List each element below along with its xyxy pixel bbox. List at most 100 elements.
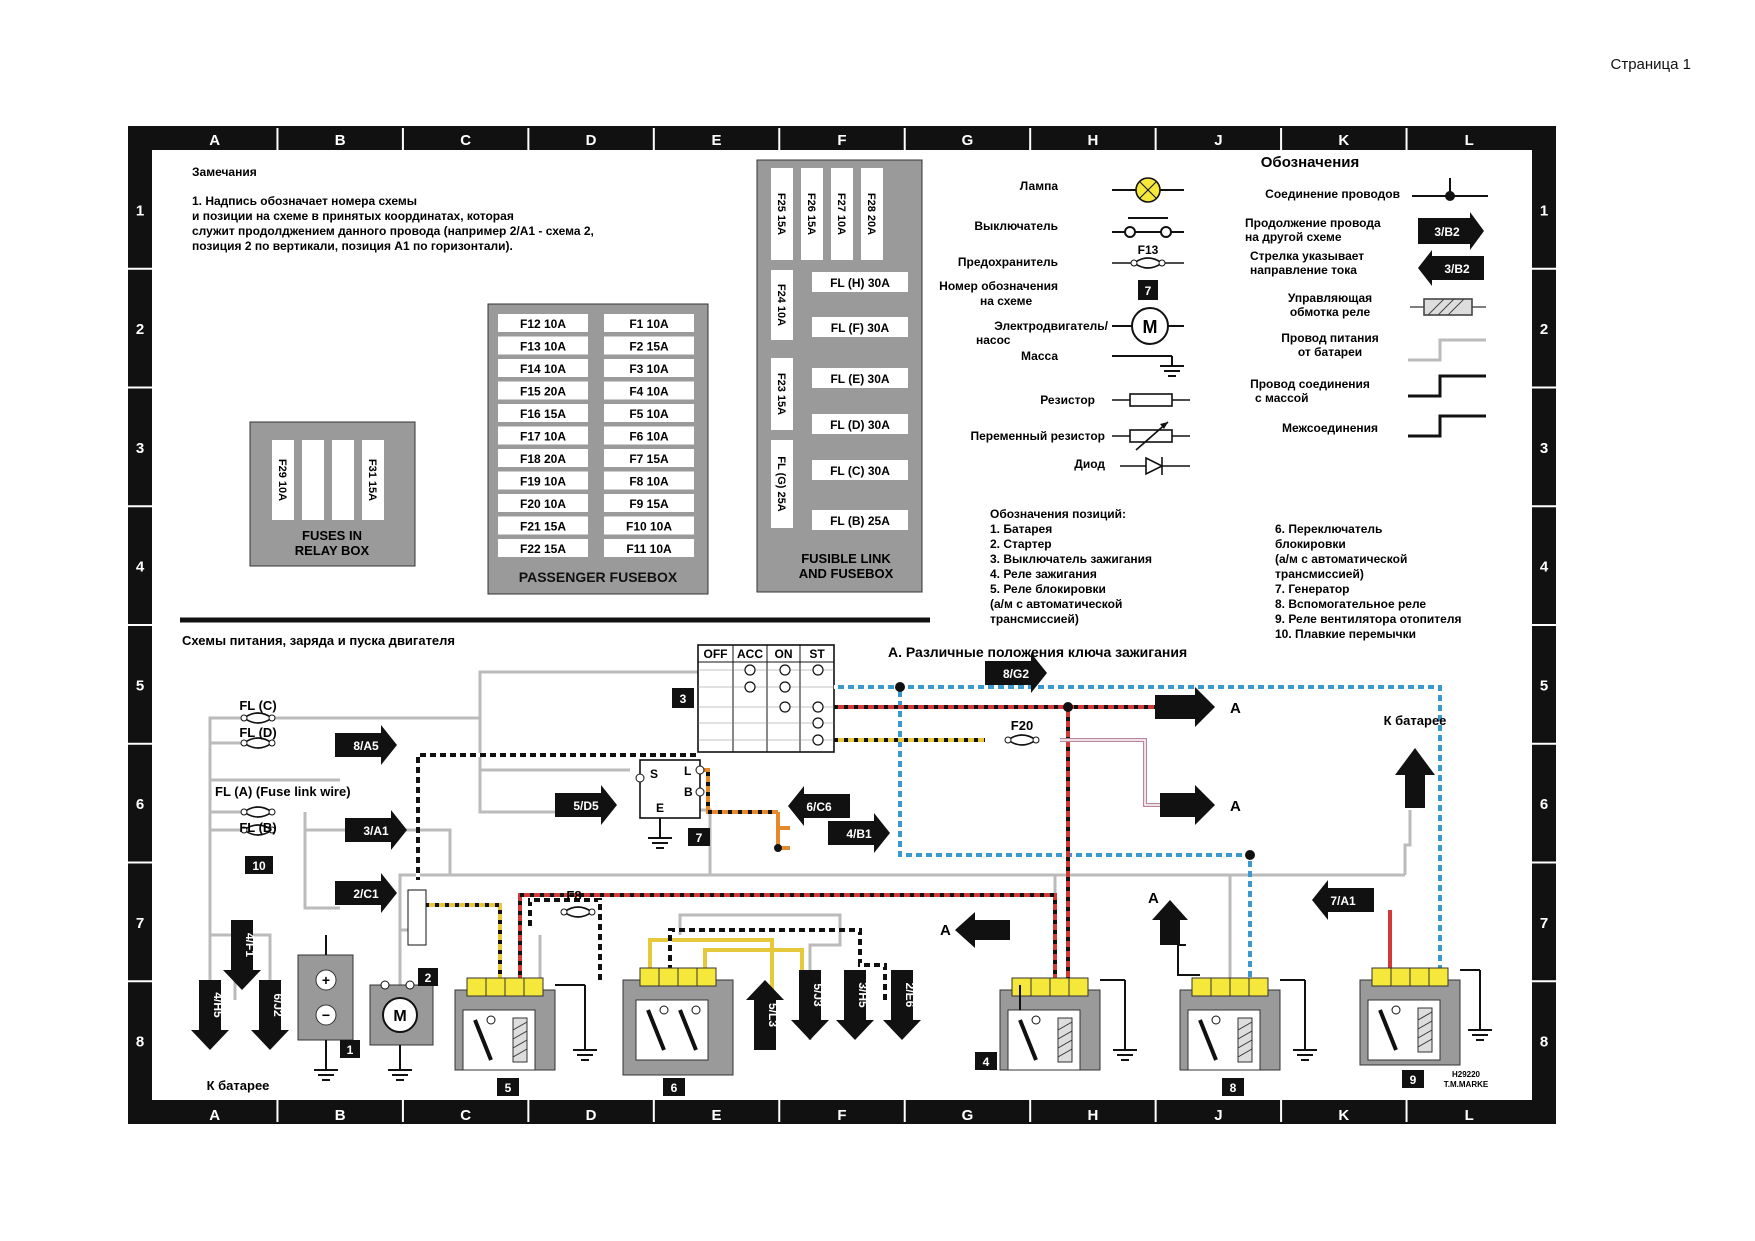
legend-lamp-label: Лампа <box>1020 179 1059 193</box>
diode-icon <box>1120 456 1190 476</box>
fuse-cell: F22 15A <box>520 542 566 556</box>
item-number: 2 <box>425 971 432 985</box>
legend-arrow-label: Стрелка указывает <box>1250 249 1364 263</box>
legend-switch-label: Выключатель <box>974 219 1058 233</box>
arrow-a-label: A <box>1148 890 1159 907</box>
fuse-cell: F5 10A <box>629 407 669 421</box>
notes-line: позиция 2 по вертикали, позиция A1 по го… <box>192 239 513 253</box>
line-legend: Обозначения Соединение проводов Продолже… <box>1245 154 1488 438</box>
column-label: D <box>586 132 597 149</box>
item-number: 4 <box>983 1055 990 1069</box>
relay-box-label: FUSES IN <box>302 528 362 543</box>
arrow-a <box>1155 687 1215 727</box>
fusible-link-cell: FL (D) 30A <box>830 418 890 432</box>
fuse-cell: FL (G) 25A <box>775 456 787 511</box>
circuit-diagram: Схемы питания, заряда и пуска двигателя … <box>182 633 1493 1096</box>
row-label: 3 <box>136 440 144 457</box>
drawing-stamp: H29220 <box>1452 1070 1481 1079</box>
fuse-label: FL (B) <box>239 820 276 835</box>
fuse-cell: F6 10A <box>629 430 669 444</box>
continuation-code: 3/A1 <box>363 824 389 838</box>
continuation-code: 5/L3 <box>766 1003 780 1027</box>
column-label: G <box>962 132 974 149</box>
continuation-code: 6/C6 <box>806 800 832 814</box>
continuation-arrow: 8/A5 <box>335 725 397 765</box>
continuation-code: 4/F1 <box>243 933 257 957</box>
switch-position-header: OFF <box>704 647 728 661</box>
arrow-code: 3/B2 <box>1444 262 1470 276</box>
column-label: H <box>1087 1107 1098 1124</box>
relay-fuse-label: F29 10A <box>276 459 288 501</box>
row-label: 6 <box>136 796 144 813</box>
legend-battery-feed-label: Провод питания <box>1281 331 1378 345</box>
column-label: H <box>1087 132 1098 149</box>
legend-fuse-label: Предохранитель <box>958 255 1058 269</box>
fuse-label: FL (C) <box>239 698 276 713</box>
fusible-link-cell: FL (E) 30A <box>830 372 889 386</box>
continuation-arrow: 5/L3 <box>746 980 784 1050</box>
relay-fuse-label: F31 15A <box>366 459 378 501</box>
column-label: B <box>335 1107 346 1124</box>
column-label: A <box>209 1107 220 1124</box>
relay: 9 <box>1359 967 1461 1088</box>
switch-position-header: ACC <box>737 647 763 661</box>
fuse-label: FL (D) <box>239 725 276 740</box>
symbol-legend: Лампа Выключатель Предохранитель F13 Ном… <box>939 177 1190 476</box>
legend-coil-label: обмотка реле <box>1290 305 1371 319</box>
continuation-arrow: 7/A1 <box>1312 880 1374 920</box>
battery-feed-line-icon <box>1408 338 1486 362</box>
row-label: 4 <box>136 559 145 576</box>
svg-text:−: − <box>322 1007 330 1023</box>
legend-junction-label: Соединение проводов <box>1265 187 1400 201</box>
position-item: 2. Стартер <box>990 537 1052 551</box>
ground-icon <box>1112 355 1185 377</box>
item-number: 6 <box>671 1081 678 1095</box>
motor-letter: M <box>1143 317 1158 337</box>
diagram-number-value: 7 <box>1145 284 1152 298</box>
position-item: 5. Реле блокировки <box>990 582 1106 596</box>
relay-grounds <box>555 944 1493 1061</box>
fuse-cell: F13 10A <box>520 340 566 354</box>
arrow-a-label: A <box>940 922 951 939</box>
fuse-cell: F27 10A <box>835 193 847 235</box>
row-label: 3 <box>1540 440 1548 457</box>
diagram-number-badge <box>1138 280 1158 300</box>
row-label: 8 <box>1540 1034 1548 1051</box>
legend-ground-wire-label: Провод соединения <box>1250 377 1370 391</box>
fuse-cell: F9 15A <box>629 497 669 511</box>
column-label: G <box>962 1107 974 1124</box>
arrow-a-label: A <box>1230 798 1241 815</box>
legend-ground-wire-label: с массой <box>1255 391 1308 405</box>
switch-position-header: ON <box>775 647 793 661</box>
row-label: 7 <box>1540 915 1548 932</box>
starter-motor: M 2 <box>369 889 438 1081</box>
relay-box-label: RELAY BOX <box>295 543 370 558</box>
fuse-label: FL (A) (Fuse link wire) <box>215 784 351 799</box>
notes-line: 1. Надпись обозначает номера схемы <box>192 194 417 208</box>
legend-fuse-code: F13 <box>1138 243 1159 257</box>
fuse-cell: F19 10A <box>520 475 566 489</box>
column-label: C <box>460 132 471 149</box>
switch-icon <box>1112 217 1184 238</box>
switch-position-header: ST <box>809 647 825 661</box>
continuation-code: 7/A1 <box>1330 894 1356 908</box>
continue-code: 3/B2 <box>1434 225 1460 239</box>
item-number: 1 <box>347 1043 354 1057</box>
position-item: (а/м с автоматической <box>990 597 1122 611</box>
drawing-stamp: T.M.MARKE <box>1444 1080 1489 1089</box>
legend-diagram-no-label: на схеме <box>980 294 1033 308</box>
fusible-box-label: AND FUSEBOX <box>799 566 894 581</box>
item-badge <box>245 856 273 874</box>
notes-line: и позиции на схеме в принятых координата… <box>192 209 514 223</box>
column-label: C <box>460 1107 471 1124</box>
column-label: E <box>712 1107 722 1124</box>
column-label: K <box>1338 1107 1349 1124</box>
row-label: 6 <box>1540 796 1548 813</box>
continuation-code: 8/G2 <box>1003 667 1029 681</box>
column-label: L <box>1465 132 1474 149</box>
continuation-arrow: 3/A1 <box>345 810 407 850</box>
